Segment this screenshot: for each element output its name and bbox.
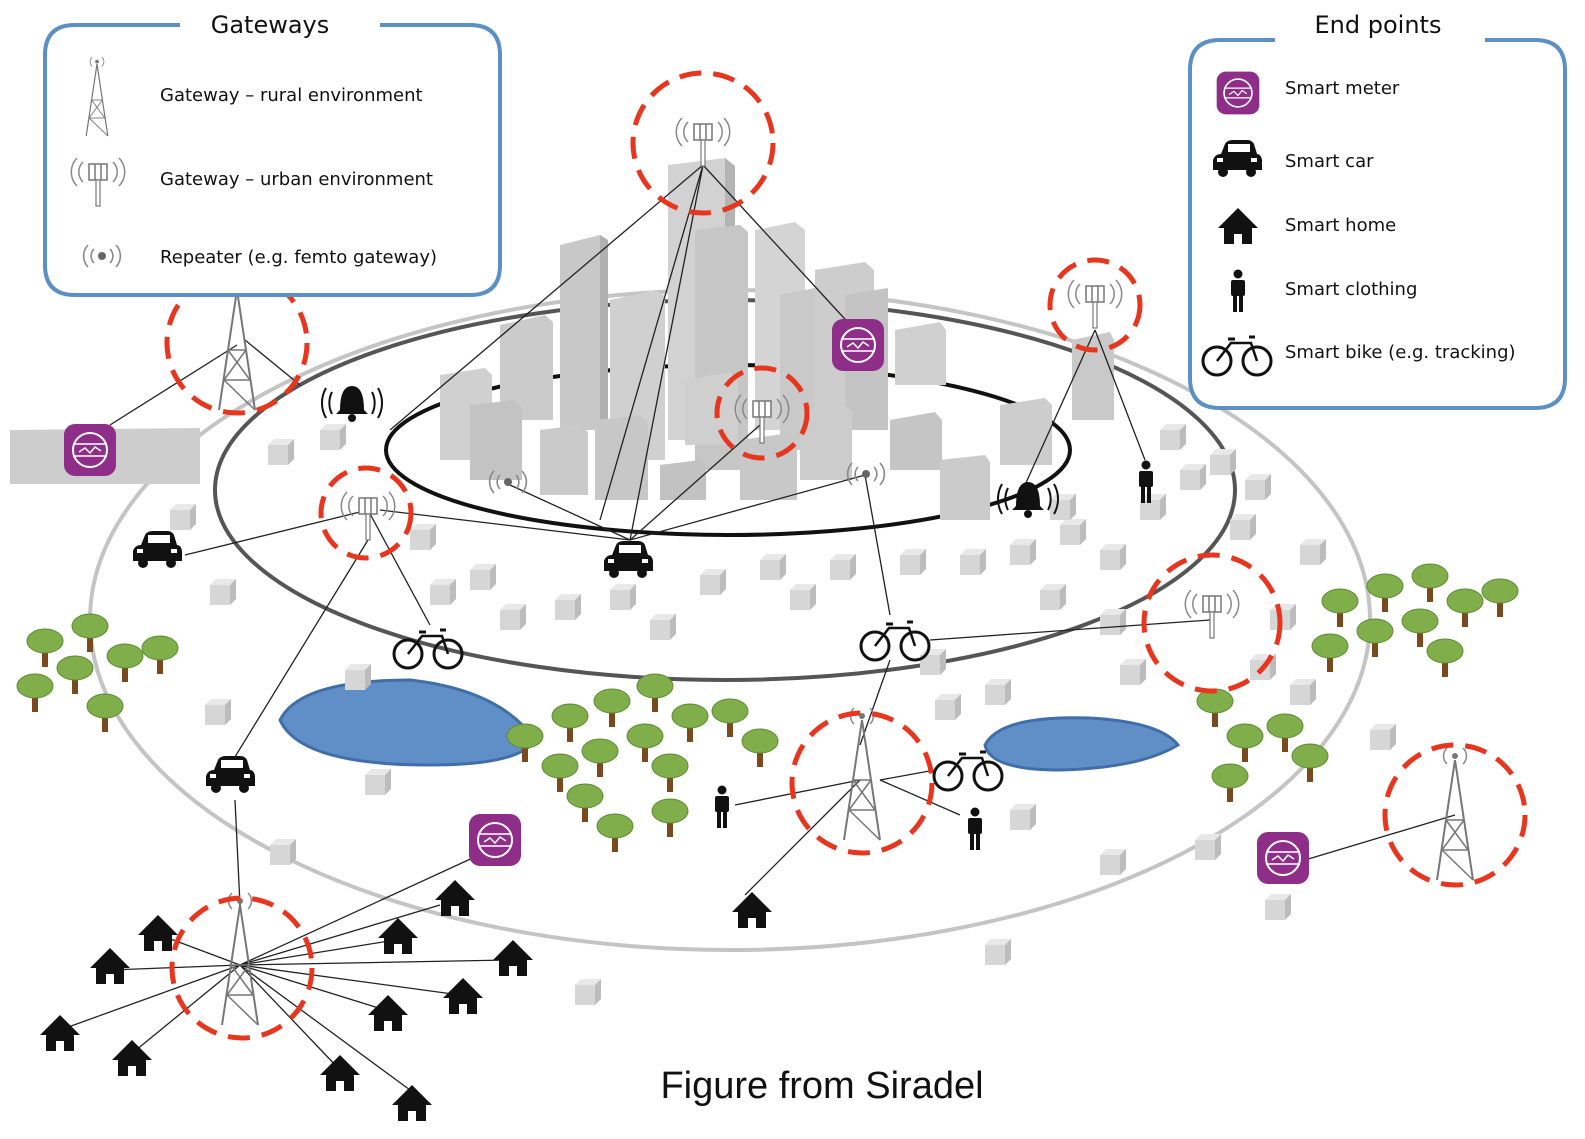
smart-home-icon: [392, 1085, 432, 1121]
smart-meter-icon: [831, 318, 885, 372]
legend-urban-gateway-label: Gateway – urban environment: [160, 169, 433, 190]
smart-meter-icon: [63, 423, 117, 477]
urban-gateway-icon: [1067, 279, 1123, 329]
smart-car-icon: [133, 531, 182, 568]
smart-home-icon: [90, 948, 130, 984]
endpoints-legend: End points Smart meter Smart car Smart h…: [1188, 11, 1567, 410]
urban-gateway-icon: [340, 491, 396, 541]
legend-repeater-label: Repeater (e.g. femto gateway): [160, 247, 437, 268]
rural-gateway-icon: [843, 707, 881, 841]
figure-caption: Figure from Siradel: [660, 1065, 983, 1107]
lake-east: [983, 716, 1181, 772]
gateways-legend: Gateways Gateway – rural environment Gat…: [43, 11, 502, 297]
smart-home-icon: [320, 1055, 360, 1091]
smart-meter-icon: [1256, 831, 1310, 885]
smart-car-icon: [206, 756, 255, 793]
coverage-circles: [164, 70, 1528, 1041]
smart-clothing-icon: [968, 807, 982, 850]
legend-rural-gateway-label: Gateway – rural environment: [160, 85, 423, 106]
smart-home-icon: [732, 892, 772, 928]
smart-home-icon: [493, 940, 533, 976]
smart-home-icon: [40, 1015, 80, 1051]
smart-meter-icon: [468, 813, 522, 867]
smart-bike-icon: [859, 620, 931, 662]
legend-smart-home-label: Smart home: [1285, 215, 1396, 236]
legend-smart-meter-label: Smart meter: [1285, 78, 1400, 99]
connection-lines: [59, 164, 1456, 1091]
smart-home-icon: [378, 918, 418, 954]
legend-smart-clothing-label: Smart clothing: [1285, 279, 1417, 300]
legend-smart-bike-label: Smart bike (e.g. tracking): [1285, 342, 1516, 363]
rural-gateway-icon: [1436, 747, 1474, 881]
smart-home-icon: [112, 1040, 152, 1076]
urban-gateway-icon: [1184, 589, 1240, 639]
smart-home-icon: [443, 978, 483, 1014]
smart-clothing-icon: [715, 785, 729, 828]
smart-home-icon: [435, 880, 475, 916]
legend-smart-car-label: Smart car: [1285, 151, 1374, 172]
endpoints-legend-title: End points: [1315, 11, 1442, 39]
lake-west: [278, 678, 537, 767]
smart-home-icon: [368, 995, 408, 1031]
smart-car-icon: [604, 541, 653, 578]
gateways-legend-title: Gateways: [211, 11, 330, 39]
smart-home-icon: [138, 915, 178, 951]
smart-meter-icon: [1215, 70, 1261, 116]
alarm-icon: [320, 385, 384, 423]
